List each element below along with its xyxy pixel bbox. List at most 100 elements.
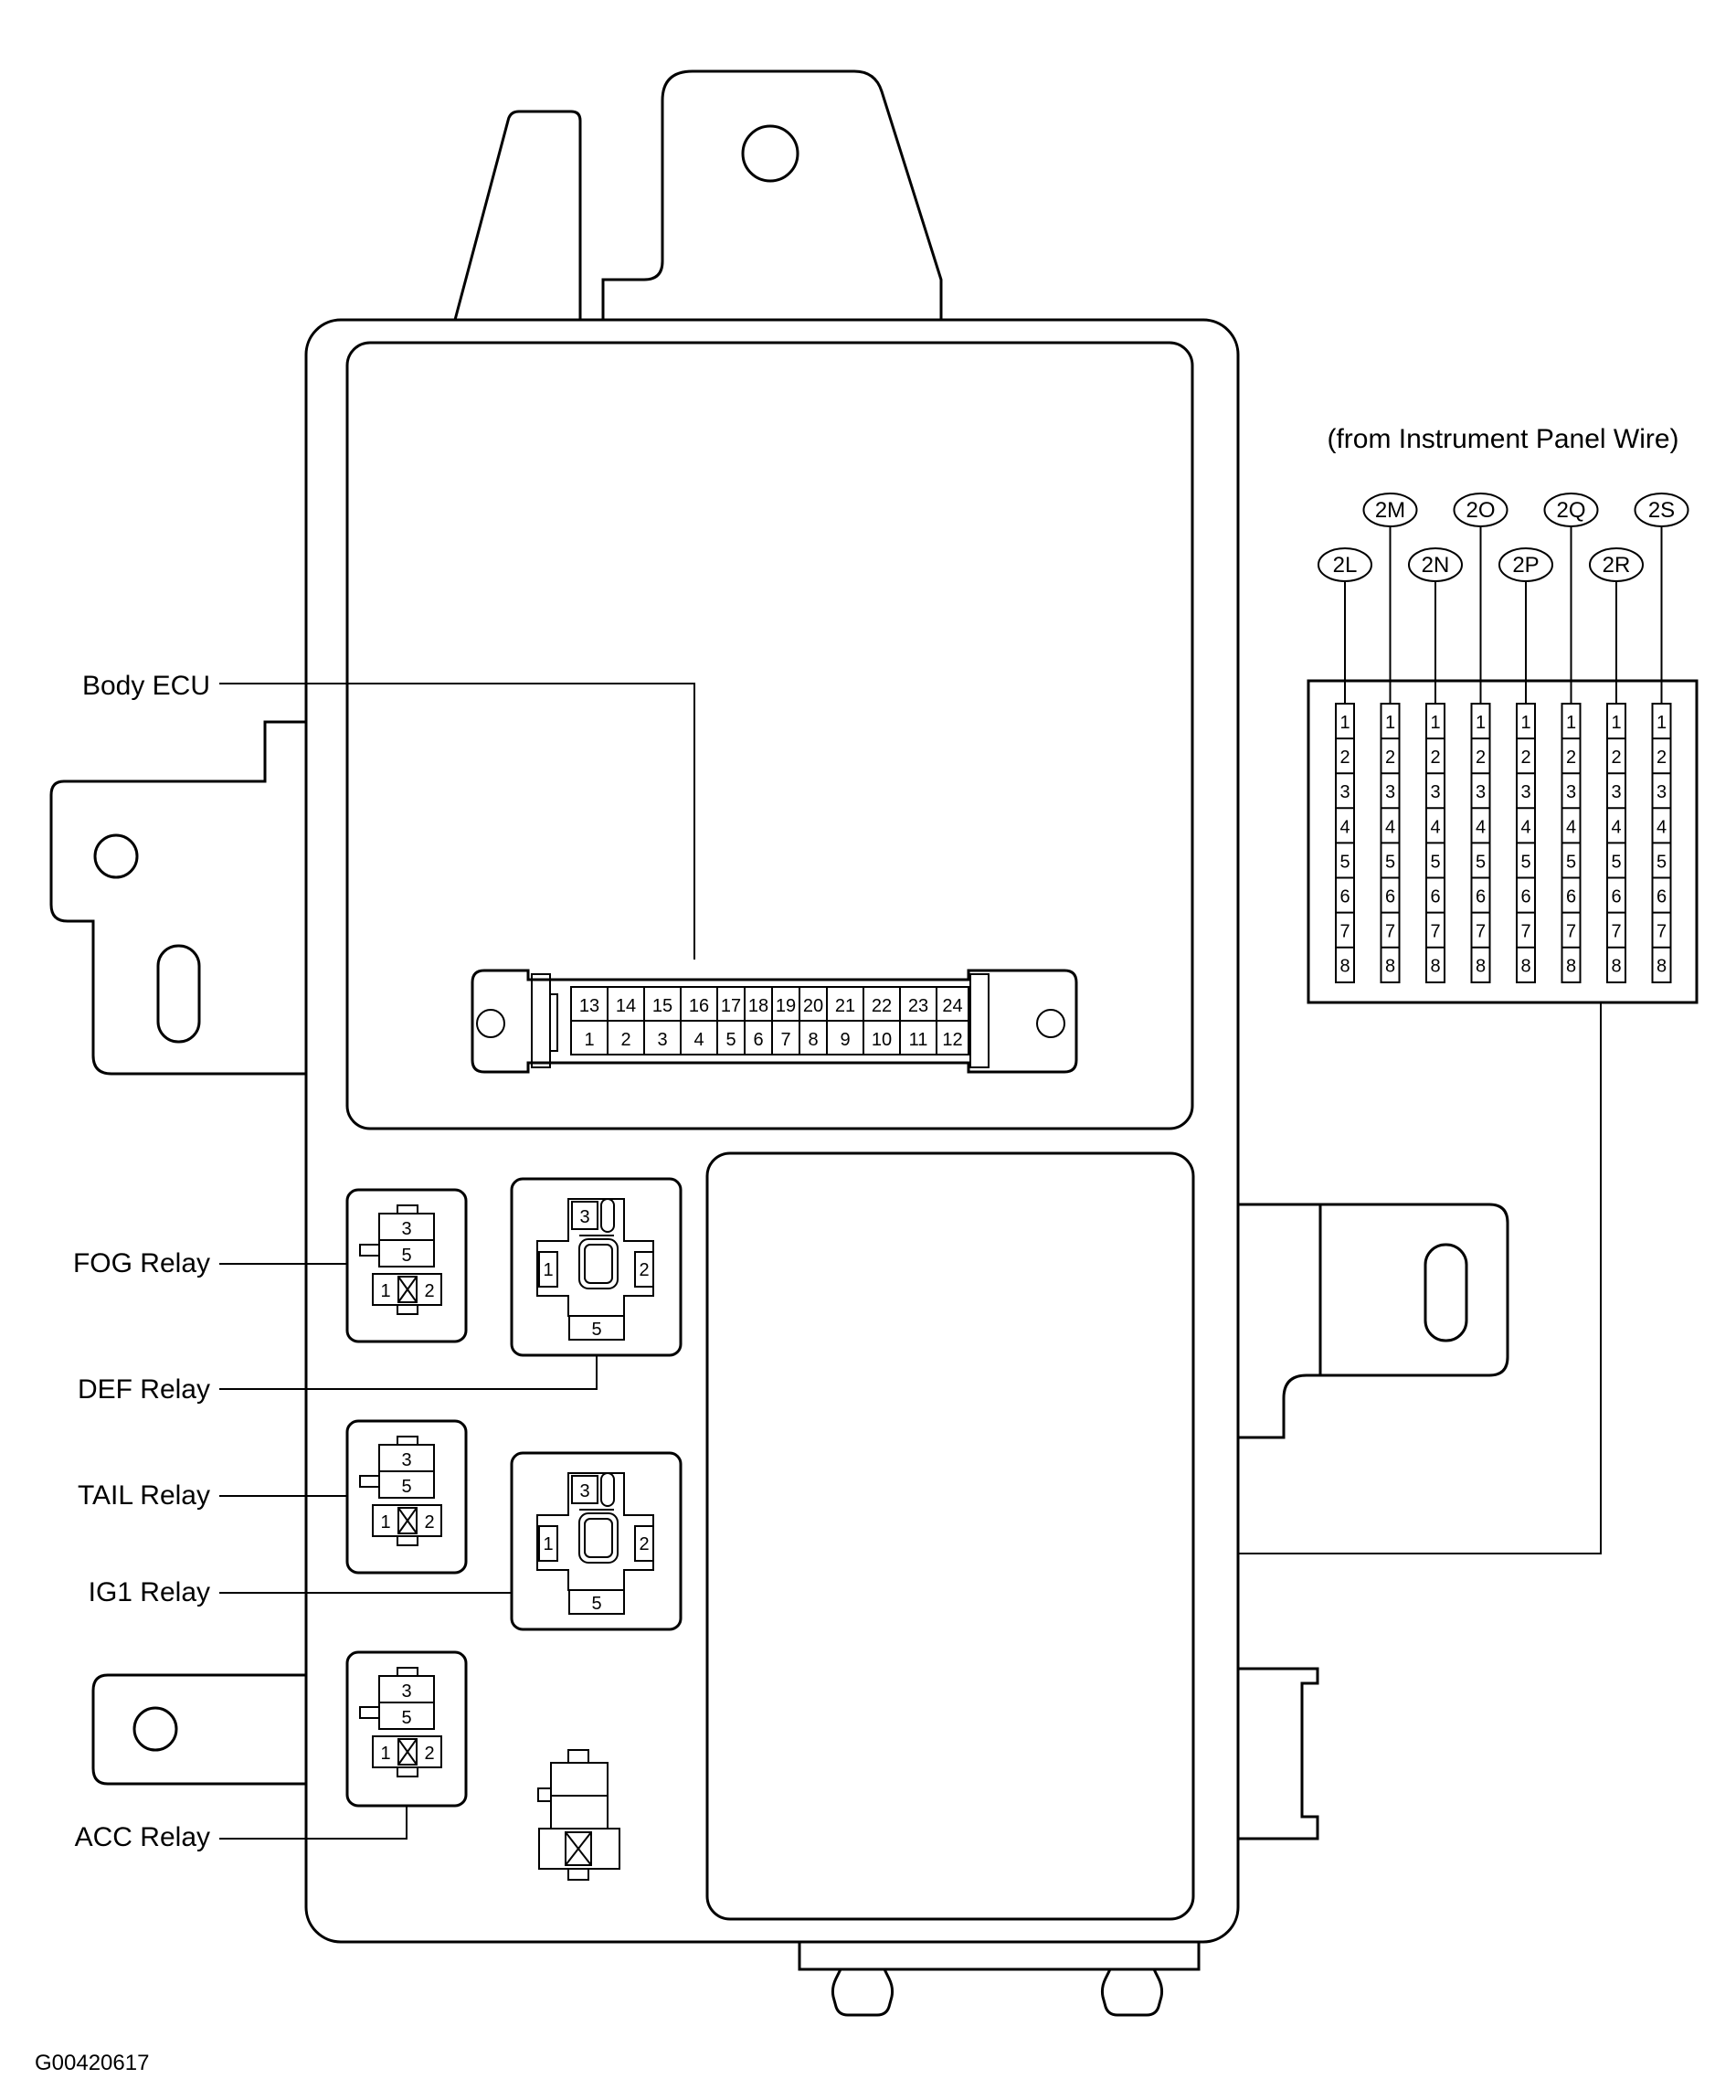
connector-badge [1408, 547, 1463, 582]
connector-pin: 4 [1657, 817, 1667, 837]
pin-3: 3 [401, 1450, 411, 1470]
ecu-pin: 19 [776, 996, 796, 1016]
connector-pin: 2 [1611, 748, 1621, 768]
pin-2: 2 [639, 1260, 649, 1280]
spare-relay-socket [537, 1749, 620, 1881]
connector-pin: 1 [1520, 713, 1530, 733]
connector-label: 2N [1422, 553, 1450, 578]
connector-pin: 3 [1657, 782, 1667, 802]
pin-1: 1 [380, 1512, 390, 1533]
connector-pin: 5 [1385, 852, 1395, 872]
ecu-pin: 7 [780, 1030, 790, 1050]
source-note: (from Instrument Panel Wire) [1327, 424, 1678, 454]
connector-pin: 5 [1476, 852, 1486, 872]
connector-pin: 6 [1566, 887, 1576, 907]
mounting-hole [93, 833, 139, 879]
connector-pin: 5 [1520, 852, 1530, 872]
connector-pin: 7 [1657, 922, 1667, 942]
connector-badge [1634, 493, 1689, 527]
connector-pin: 7 [1430, 922, 1440, 942]
connector-pin: 3 [1566, 782, 1576, 802]
connector-pin: 2 [1657, 748, 1667, 768]
connector-pin: 8 [1339, 957, 1350, 977]
mounting-slot [156, 944, 201, 1044]
instrument-panel-wire-block: 2L123456782M123456782N123456782O12345678… [1307, 493, 1699, 1004]
connector-pin: 6 [1476, 887, 1486, 907]
ecu-pin: 11 [909, 1030, 928, 1050]
ecu-pin: 13 [579, 996, 599, 1016]
connector-pin: 7 [1520, 922, 1530, 942]
fog-relay: 3 5 1 2 [345, 1188, 468, 1343]
def-relay-label: DEF Relay [78, 1374, 210, 1405]
connector-pin: 2 [1520, 748, 1530, 768]
pin-5: 5 [591, 1320, 601, 1340]
pin-5: 5 [401, 1477, 411, 1497]
ecu-pin: 20 [803, 996, 823, 1016]
connector-pin: 8 [1385, 957, 1395, 977]
mounting-hole [741, 124, 799, 183]
connector-pin: 5 [1611, 852, 1621, 872]
connector-pin: 4 [1520, 817, 1530, 837]
connector-pin: 1 [1430, 713, 1440, 733]
connector-pin: 8 [1566, 957, 1576, 977]
connector-pin: 8 [1430, 957, 1440, 977]
connector-badge [1589, 547, 1644, 582]
pin-3: 3 [401, 1219, 411, 1239]
connector-label: 2R [1603, 553, 1631, 578]
connector-pin: 2 [1339, 748, 1350, 768]
connector-pin: 6 [1520, 887, 1530, 907]
pin-3: 3 [579, 1481, 589, 1501]
ecu-pin: 3 [657, 1030, 667, 1050]
connector-pin: 7 [1566, 922, 1576, 942]
connector-pin: 1 [1476, 713, 1486, 733]
ecu-pin: 10 [872, 1030, 892, 1050]
ecu-pin: 12 [942, 1030, 962, 1050]
connector-label: 2M [1375, 498, 1405, 523]
connector-pin: 3 [1339, 782, 1350, 802]
connector-pin: 6 [1430, 887, 1440, 907]
body-ecu-label: Body ECU [82, 671, 210, 701]
pin-2: 2 [424, 1512, 434, 1533]
pin-2: 2 [639, 1534, 649, 1554]
connector-pin: 8 [1520, 957, 1530, 977]
acc-relay: 3 5 1 2 [345, 1650, 468, 1808]
pin-5: 5 [591, 1594, 601, 1614]
connector-badge [1362, 493, 1418, 527]
tail-relay-label: TAIL Relay [78, 1480, 210, 1511]
connector-pin: 5 [1657, 852, 1667, 872]
ecu-pin: 8 [808, 1030, 818, 1050]
ecu-pin: 17 [721, 996, 741, 1016]
pin-1: 1 [380, 1744, 390, 1764]
ecu-pin: 23 [908, 996, 928, 1016]
pin-3: 3 [579, 1207, 589, 1227]
ecu-pin: 9 [840, 1030, 850, 1050]
connector-pin: 1 [1566, 713, 1576, 733]
connector-pin: 1 [1385, 713, 1395, 733]
mounting-slot [1424, 1243, 1468, 1342]
connector-pin: 2 [1566, 748, 1576, 768]
pin-3: 3 [401, 1681, 411, 1702]
ecu-pin: 16 [689, 996, 709, 1016]
connector-pin: 3 [1476, 782, 1486, 802]
ecu-pin: 1 [584, 1030, 594, 1050]
ecu-pin: 2 [620, 1030, 630, 1050]
ecu-pin: 15 [652, 996, 672, 1016]
connector-badge [1543, 493, 1599, 527]
connector-pin: 7 [1385, 922, 1395, 942]
pin-2: 2 [424, 1744, 434, 1764]
fog-relay-label: FOG Relay [73, 1248, 210, 1278]
pin-2: 2 [424, 1281, 434, 1301]
connector-pin: 5 [1339, 852, 1350, 872]
connector-pin: 6 [1385, 887, 1395, 907]
connector-pin: 3 [1520, 782, 1530, 802]
image-code: G00420617 [35, 2051, 149, 2075]
connector-pin: 1 [1657, 713, 1667, 733]
pin-1: 1 [380, 1281, 390, 1301]
connector-pin: 1 [1339, 713, 1350, 733]
connector-badge [1318, 547, 1372, 582]
connector-pin: 4 [1430, 817, 1440, 837]
connector-pin: 2 [1430, 748, 1440, 768]
acc-relay-label: ACC Relay [75, 1822, 210, 1852]
connector-label: 2S [1648, 498, 1675, 523]
